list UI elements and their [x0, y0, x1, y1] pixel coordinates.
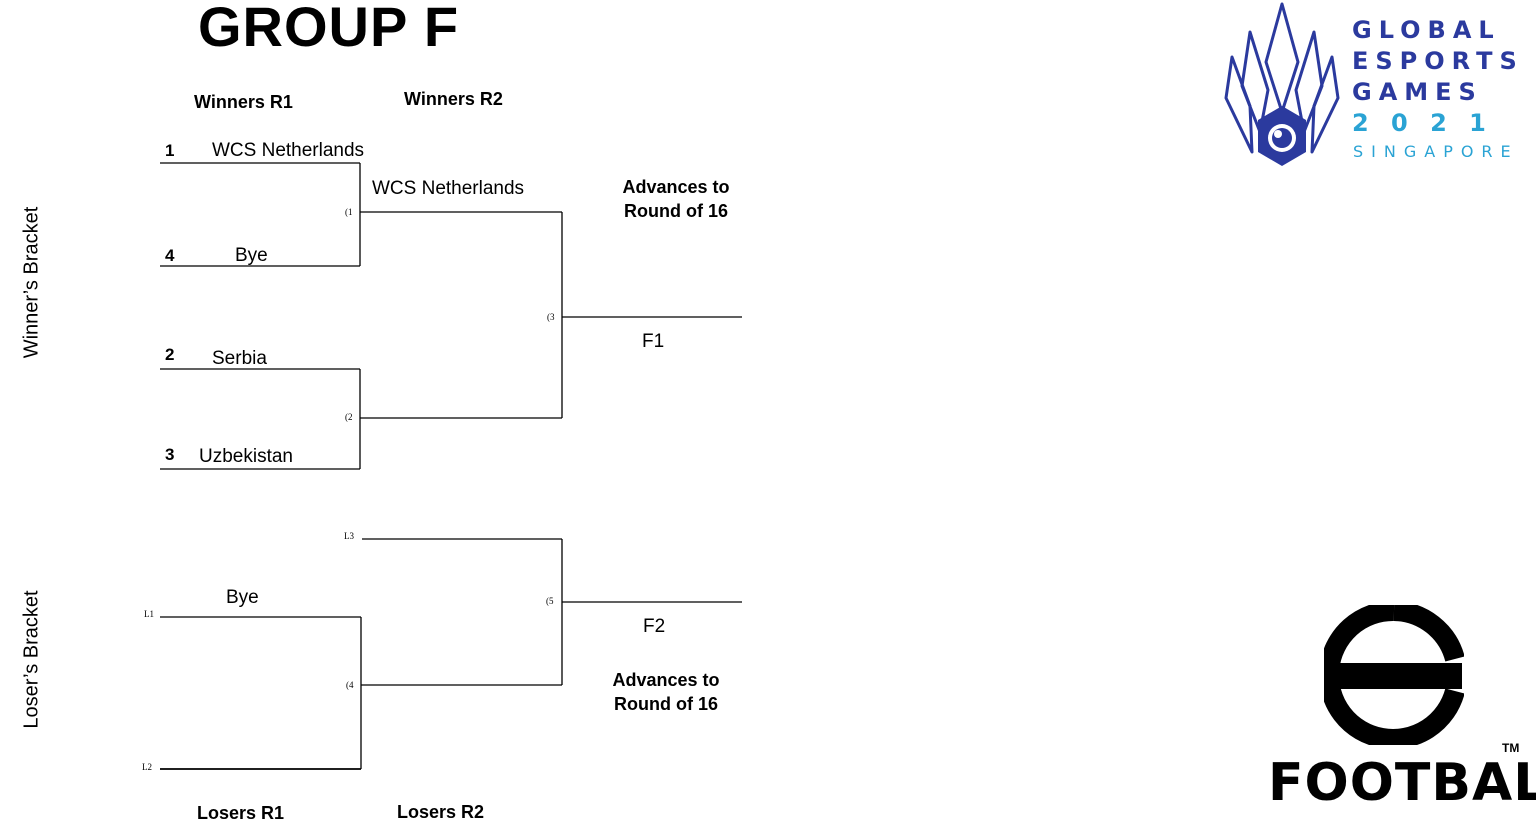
loser-tag-l2: L2	[142, 762, 152, 772]
final-f1: F1	[642, 331, 665, 352]
ges-crown-icon	[1224, 2, 1340, 166]
match-tag-2: (2	[345, 412, 353, 422]
page-title: GROUP F	[198, 0, 460, 58]
header-winners-r1: Winners R1	[194, 92, 293, 112]
efootball-logo: FOOTBALL TM	[1262, 605, 1536, 815]
loser-tag-l1: L1	[144, 609, 154, 619]
efootball-wordmark: FOOTBALL	[1268, 753, 1536, 813]
ges-line-1: GLOBAL	[1352, 16, 1501, 44]
seed-4: 4	[165, 246, 175, 265]
header-losers-r1: Losers R1	[197, 803, 285, 823]
ges-line-4: 2 0 2 1	[1352, 109, 1493, 137]
seed-2: 2	[165, 345, 175, 364]
match-tag-5: (5	[546, 596, 554, 606]
ges-city: SINGAPORE	[1353, 142, 1519, 161]
advance-note-lower: Advances to Round of 16	[612, 670, 720, 714]
team-wr1-2: Bye	[235, 245, 268, 266]
ges-line-3: GAMES	[1352, 78, 1483, 106]
efootball-e-icon	[1324, 605, 1464, 745]
team-lr1-1: Bye	[226, 587, 259, 608]
match-tag-3: (3	[547, 312, 555, 322]
match-tag-1: (1	[345, 207, 353, 217]
trademark-mark: TM	[1502, 741, 1520, 755]
ges-line-2: ESPORTS	[1352, 47, 1524, 75]
seed-1: 1	[165, 141, 175, 160]
team-wr2-1: WCS Netherlands	[372, 178, 525, 199]
seed-3: 3	[165, 445, 175, 464]
loser-tag-l3: L3	[344, 531, 354, 541]
match-tag-4: (4	[346, 680, 354, 690]
team-wr1-4: Uzbekistan	[199, 446, 293, 467]
header-winners-r2: Winners R2	[404, 89, 503, 109]
advance-note-upper: Advances to Round of 16	[622, 177, 730, 221]
team-wr1-3: Serbia	[212, 348, 267, 369]
header-losers-r2: Losers R2	[397, 802, 485, 822]
global-esports-games-logo: GLOBAL ESPORTS GAMES 2 0 2 1 SINGAPORE	[1222, 2, 1522, 172]
team-wr1-1: WCS Netherlands	[212, 140, 365, 161]
final-f2: F2	[643, 616, 666, 637]
